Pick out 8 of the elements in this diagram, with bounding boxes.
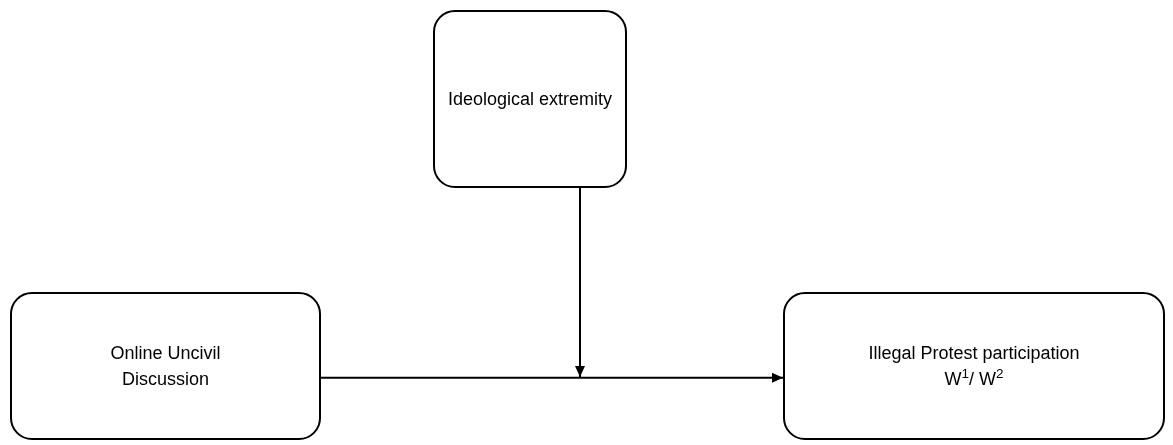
rounded-box xyxy=(783,292,1165,440)
box-label: Illegal Protest participation W$^{1}$/ W$^{2}$ xyxy=(867,342,1081,391)
box-label: Ideological extremity xyxy=(446,88,614,111)
box-label: Online Uncivil Discussion xyxy=(109,342,222,391)
rounded-box xyxy=(10,292,321,440)
arrow xyxy=(320,372,784,383)
rounded-box xyxy=(433,10,627,188)
arrow xyxy=(575,187,585,378)
